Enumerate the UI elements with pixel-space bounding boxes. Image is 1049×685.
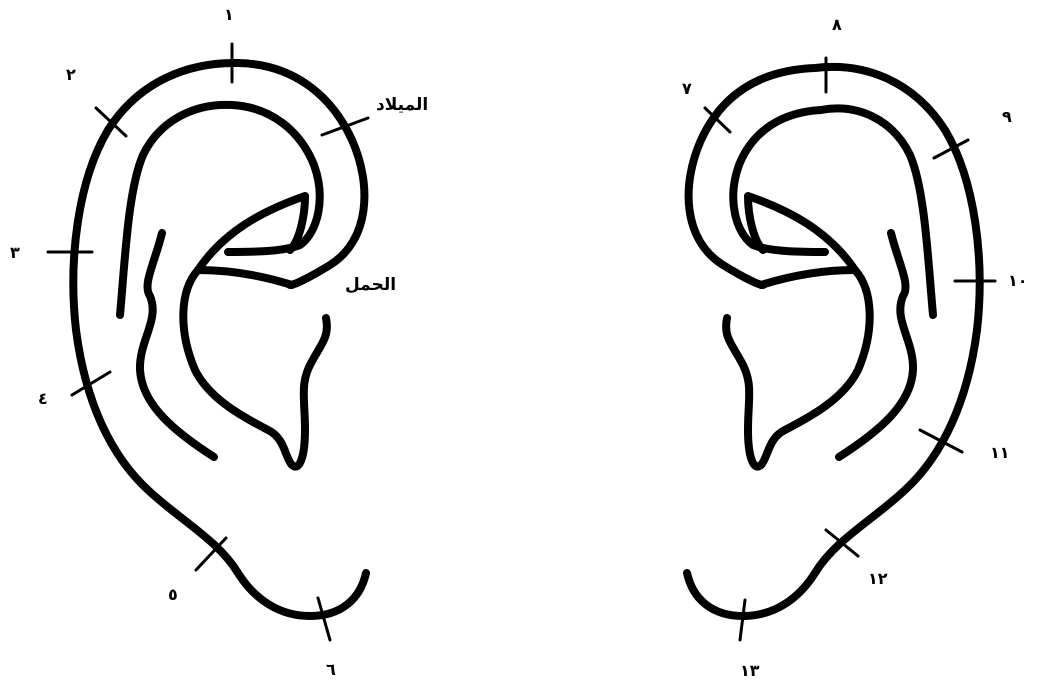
right-ear-label-12: ١٢ [868, 569, 888, 588]
left-ear-concha [183, 270, 327, 467]
left-ear-label-2: ٢ [66, 65, 76, 84]
left-ear-label-6: ٦ [326, 660, 336, 679]
right-ear-label-13: ١٣ [740, 661, 760, 680]
left-ear-label-milad: الميلاد [376, 95, 428, 115]
left-ear-label-5: ٥ [168, 585, 178, 604]
right-ear-tick-13 [740, 600, 745, 640]
left-ear-label-3: ٣ [10, 243, 20, 262]
left-ear: ١ ٢ ٣ ٤ ٥ ٦ الميلاد الحمل [10, 5, 428, 679]
right-ear-label-8: ٨ [832, 15, 842, 34]
right-ear-crus [748, 196, 855, 285]
right-ear-label-10: ١٠ [1008, 271, 1028, 290]
right-ear-concha [726, 270, 870, 467]
left-ear-label-4: ٤ [38, 389, 48, 408]
right-ear-label-11: ١١ [990, 443, 1010, 462]
left-ear-crus [198, 196, 305, 285]
right-ear-label-7: ٧ [682, 79, 692, 98]
right-ear: ٧ ٨ ٩ ١٠ ١١ ١٢ ١٣ [682, 15, 1028, 680]
left-ear-label-1: ١ [224, 5, 234, 24]
left-ear-label-haml: الحمل [345, 275, 396, 295]
right-ear-label-9: ٩ [1002, 107, 1012, 126]
